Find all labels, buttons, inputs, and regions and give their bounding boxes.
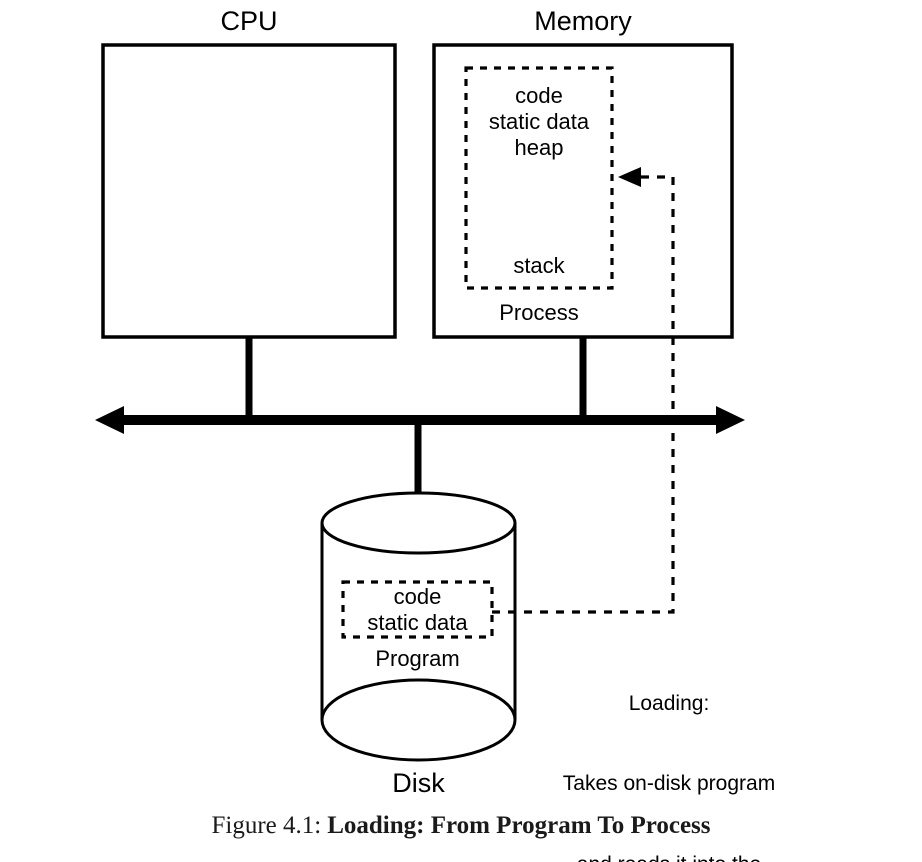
figure-caption-title: Loading: From Program To Process	[327, 812, 711, 839]
cpu-title: CPU	[220, 6, 278, 36]
cpu-box	[101, 43, 397, 339]
process-stack-segment: stack	[513, 253, 565, 278]
disk-cylinder	[320, 491, 517, 762]
loading-dashed-path	[492, 167, 675, 614]
program-contents: code static data	[367, 584, 468, 635]
process-top-segments: code static data heap	[488, 83, 590, 160]
loading-note-line-1: Loading:	[628, 691, 710, 715]
process-label: Process	[499, 300, 579, 325]
program-label: Program	[375, 646, 460, 671]
process-dashed-box	[464, 66, 614, 290]
memory-title: Memory	[534, 6, 632, 36]
loading-note: Loading: Takes on-disk program and reads…	[519, 637, 819, 862]
program-dashed-box	[341, 580, 494, 639]
figure-caption: Figure 4.1:Loading: From Program To Proc…	[0, 812, 922, 840]
disk-title: Disk	[392, 768, 445, 798]
loading-note-line-2: Takes on-disk program	[562, 772, 776, 796]
system-bus	[95, 406, 745, 434]
loading-note-line-3: and reads it into the	[519, 852, 819, 862]
figure-caption-number: Figure 4.1:	[211, 812, 322, 839]
